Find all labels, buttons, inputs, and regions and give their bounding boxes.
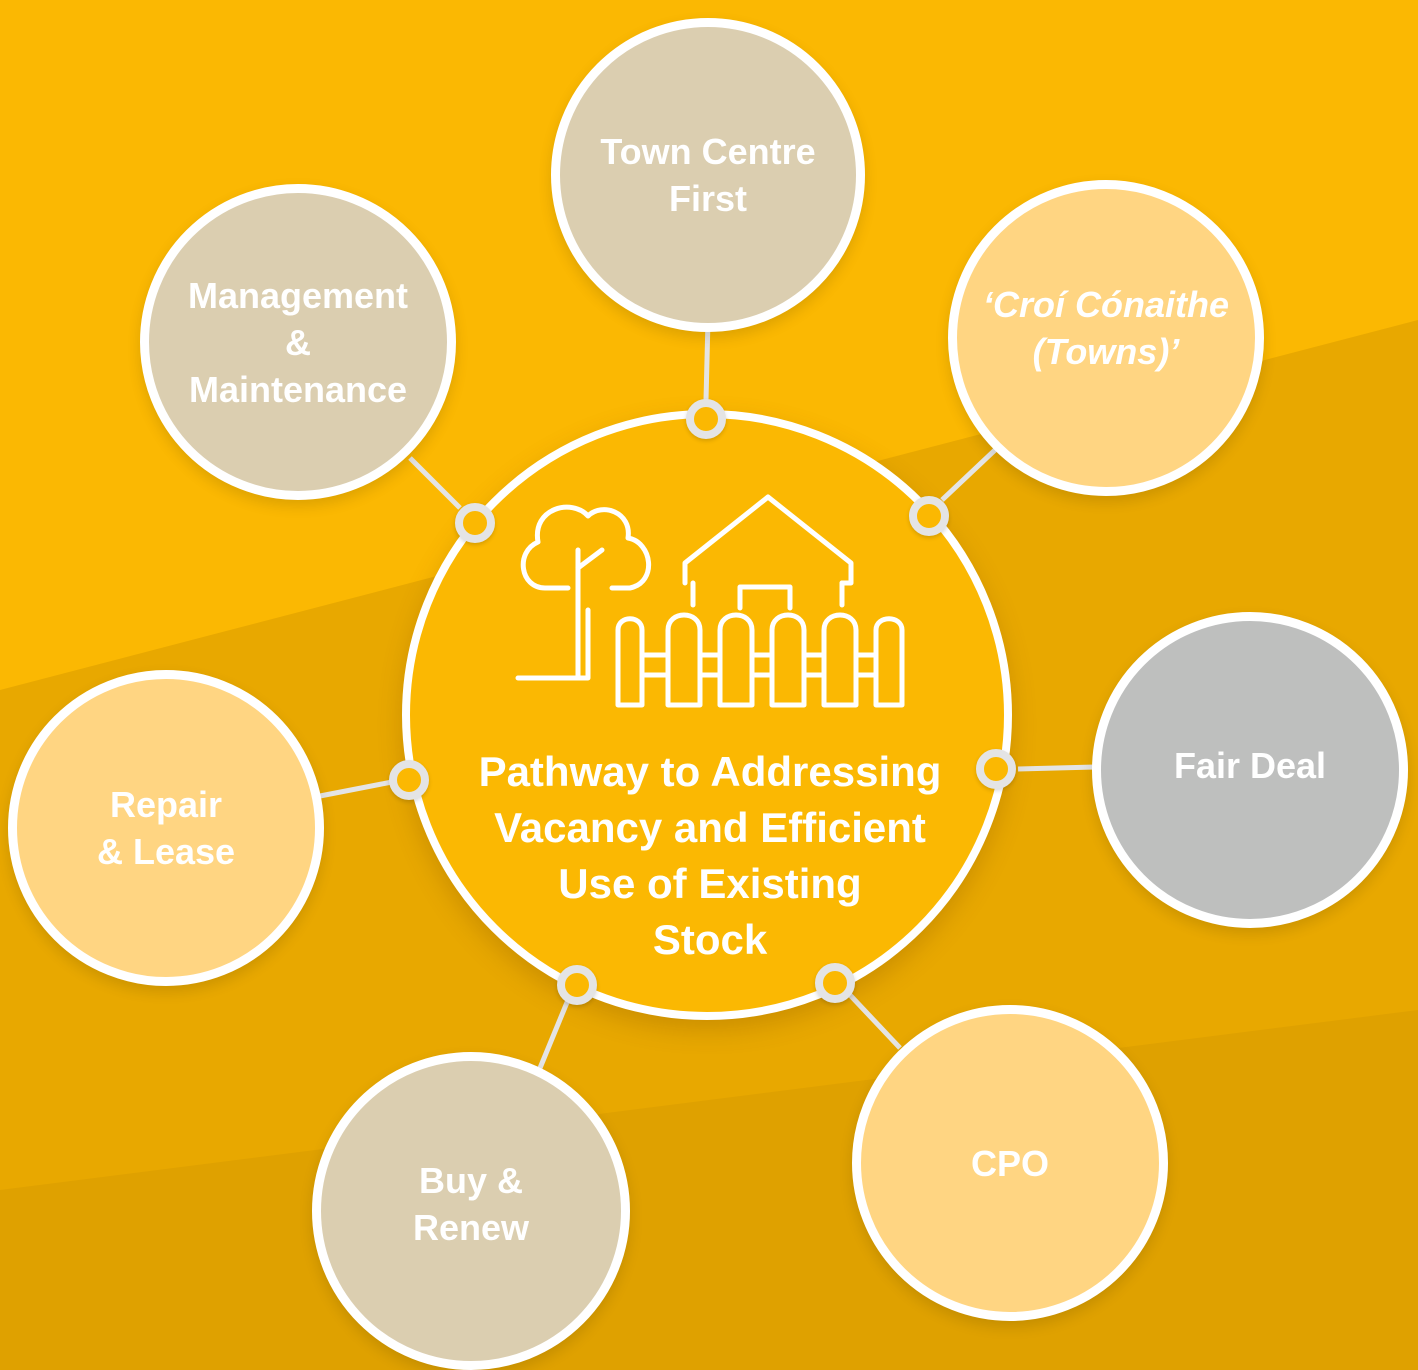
center-title: Pathway to Addressing Vacancy and Effici…	[455, 744, 965, 968]
connector-dot-cpo	[815, 963, 855, 1003]
node-repair-lease: Repair & Lease	[8, 670, 324, 986]
node-cpo-line-1: CPO	[970, 1142, 1049, 1184]
connector-line-town-centre	[703, 319, 711, 401]
node-croi-conaithe: ‘Croí Cónaithe (Towns)’	[948, 180, 1264, 496]
node-buy-renew: Buy & Renew	[312, 1052, 630, 1370]
node-management-maintenance-line-2: &	[284, 321, 311, 363]
connector-dot-repair-lease	[389, 760, 429, 800]
node-fair-deal-line-1: Fair Deal	[1173, 744, 1327, 786]
connector-dot-buy-renew	[557, 965, 597, 1005]
node-repair-lease-line-2: & Lease	[96, 831, 236, 872]
connector-dot-croi	[909, 496, 949, 536]
node-management-maintenance-line-3: Maintenance	[188, 368, 408, 410]
connector-line-cpo	[848, 993, 902, 1050]
connector-line-croi	[940, 448, 997, 502]
connector-line-management	[408, 456, 462, 510]
node-buy-renew-line-2: Renew	[412, 1207, 530, 1248]
connector-dot-town-centre	[686, 399, 726, 439]
node-repair-lease-line-1: Repair	[109, 784, 223, 825]
center-title-line-4: Stock	[652, 916, 768, 963]
house-tree-fence-icon	[515, 494, 905, 708]
node-fair-deal: Fair Deal	[1092, 612, 1408, 928]
node-management-maintenance: Management & Maintenance	[140, 184, 456, 500]
node-croi-conaithe-line-2: (Towns)’	[1032, 331, 1180, 372]
connector-line-buy-renew	[537, 999, 571, 1069]
center-title-line-1: Pathway to Addressing	[478, 748, 942, 795]
connector-line-repair-lease	[319, 779, 393, 799]
node-town-centre-first-line-1: Town Centre	[600, 131, 816, 172]
node-town-centre-first: Town Centre First	[551, 18, 865, 332]
node-buy-renew-line-1: Buy &	[418, 1160, 523, 1201]
node-cpo: CPO	[852, 1005, 1168, 1321]
node-management-maintenance-line-1: Management	[187, 274, 409, 316]
center-title-line-2: Vacancy and Efficient	[494, 804, 926, 851]
connector-dot-management	[455, 503, 495, 543]
center-title-line-3: Use of Existing	[558, 860, 862, 907]
connector-dot-fair-deal	[976, 749, 1016, 789]
node-croi-conaithe-line-1: ‘Croí Cónaithe	[982, 284, 1229, 325]
connector-line-fair-deal	[1017, 764, 1096, 772]
node-town-centre-first-line-2: First	[668, 178, 747, 219]
